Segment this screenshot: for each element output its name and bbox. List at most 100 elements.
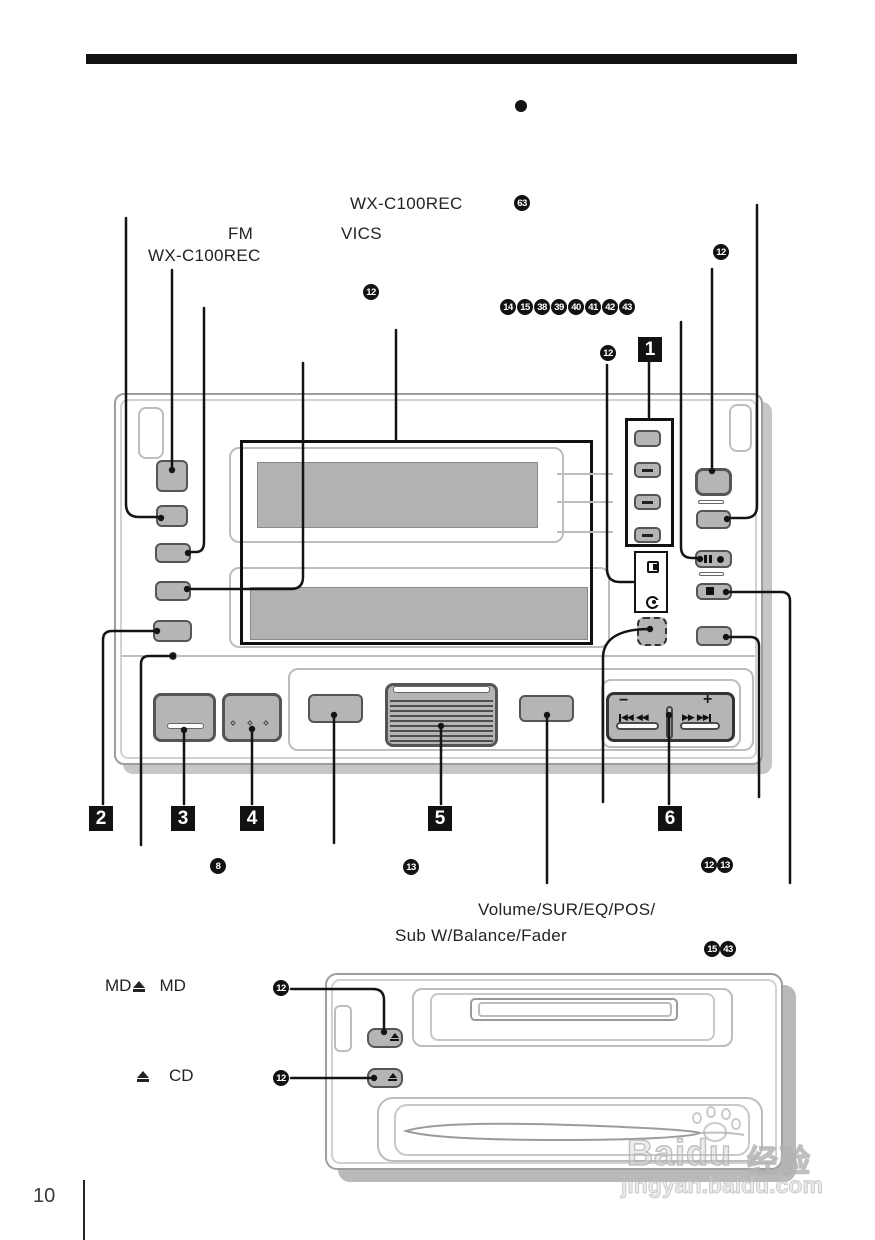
display-link-line: [557, 531, 613, 533]
volume-caption-line1: Volume/SUR/EQ/POS/: [478, 900, 656, 919]
callout-circle-42: 42: [602, 299, 618, 315]
left-key-1: [156, 460, 188, 492]
minus-glyph: [642, 534, 653, 537]
bullet-point: [515, 100, 527, 112]
md-slot-bezel-mid: [430, 993, 715, 1041]
pause-icon: [709, 555, 712, 563]
callout-circle-12: 12: [273, 1070, 289, 1086]
eject-icon: [133, 980, 146, 992]
paw-icon-toe: [692, 1112, 702, 1124]
right-slot-2: [699, 572, 724, 576]
slot-unit-inner-frame: [331, 979, 777, 1164]
left-key-4: [155, 581, 191, 601]
cd-caption: CD: [137, 1066, 194, 1086]
sound-button: [519, 695, 574, 722]
stop-icon: [706, 587, 714, 595]
display-link-line: [557, 473, 613, 475]
minus-glyph: [642, 501, 653, 504]
md-slot-bezel-outer: [412, 988, 733, 1047]
mid-button: [308, 694, 363, 723]
callout-circle-13: 13: [717, 857, 733, 873]
callout-circle-43: 43: [720, 941, 736, 957]
panel-divider: [122, 655, 756, 657]
callout-square-3: 3: [171, 806, 195, 831]
cd-eject-button: [367, 1068, 403, 1088]
callout-circle-38: 38: [534, 299, 550, 315]
left-key-5: [153, 620, 192, 642]
footer-rule: [83, 1180, 85, 1240]
cd-media-icon-hub: [652, 600, 656, 604]
callout-circle-12: 12: [600, 345, 616, 361]
cd-eject-icon: [388, 1073, 397, 1081]
paw-icon: [703, 1122, 727, 1142]
callout-circle-43: 43: [619, 299, 635, 315]
model-title-top: WX-C100REC: [350, 194, 463, 213]
media-icon-box: [634, 551, 668, 613]
md-slot: [470, 998, 678, 1021]
callout-circle-12: 12: [363, 284, 379, 300]
md-eject-icon: [390, 1033, 399, 1041]
callout-circle-12: 12: [701, 857, 717, 873]
callout-circle-15: 15: [704, 941, 720, 957]
label-fm: FM: [228, 224, 254, 243]
main-unit-right-tab: [729, 404, 752, 452]
display-callout-box: [240, 440, 593, 645]
md-media-icon: [647, 561, 659, 573]
callout-circle-14: 14: [500, 299, 516, 315]
md-media-icon-dot: [653, 564, 657, 570]
callout-circle-63: 63: [514, 195, 530, 211]
callout-square-5: 5: [428, 806, 452, 831]
source-button-slot: [167, 723, 204, 729]
dashed-button: [637, 617, 667, 646]
display-lower: [250, 587, 588, 640]
mode-key-1: [634, 430, 661, 447]
right-key-bottom: [696, 626, 732, 646]
right-key-2: [696, 510, 731, 529]
cd-slot-bezel-inner: [394, 1104, 750, 1156]
seek-plus-label: +: [703, 691, 713, 708]
main-unit-inner-frame: [120, 399, 757, 759]
md-caption: MD MD: [105, 976, 186, 996]
main-unit-left-tab: [138, 407, 164, 459]
volume-rocker-topbar: [393, 686, 490, 693]
md-slot-inner: [478, 1002, 672, 1017]
seek-center-knob: [666, 706, 673, 739]
callout-circle-40: 40: [568, 299, 584, 315]
callout-square-6: 6: [658, 806, 682, 831]
callout-circle-39: 39: [551, 299, 567, 315]
top-rule: [86, 54, 797, 64]
right-slot-1: [698, 500, 724, 504]
watermark-brand-suffix: 经验: [746, 1143, 811, 1179]
label-vics: VICS: [341, 224, 382, 243]
cd-slot-bezel-outer: [377, 1097, 763, 1162]
seek-fwd-icon: ▶▶▶▶: [682, 712, 711, 722]
callout-circle-13: 13: [403, 859, 419, 875]
callout-circle-41: 41: [585, 299, 601, 315]
bar-icon: [708, 713, 711, 722]
source-button-right: [222, 693, 282, 742]
pause-icon: [704, 555, 707, 563]
seek-slot-right: [680, 722, 720, 730]
callout-circle-12: 12: [713, 244, 729, 260]
stop-button: [696, 583, 732, 600]
source-button-left: [153, 693, 216, 742]
slot-unit-left-tab: [334, 1005, 352, 1052]
pause-record-button: [695, 550, 732, 568]
md-caption-text: MD: [105, 976, 132, 995]
eject-icon: [137, 1070, 149, 1082]
cd-media-icon-notch: [653, 600, 660, 605]
volume-caption-line2: Sub W/Balance/Fader: [395, 926, 568, 945]
display-bezel-lower: [229, 567, 610, 648]
model-title-left: WX-C100REC: [148, 246, 261, 265]
seek-minus-label: −: [619, 692, 629, 709]
record-dot-icon: [717, 556, 724, 563]
minus-glyph: [642, 469, 653, 472]
callout-square-4: 4: [240, 806, 264, 831]
md-caption-text2: MD: [159, 976, 186, 995]
seek-slot-left: [616, 722, 659, 730]
volume-rocker-ribs: [390, 697, 493, 742]
callout-square-2: 2: [89, 806, 113, 831]
page-number: 10: [33, 1185, 56, 1207]
display-link-line: [557, 501, 613, 503]
